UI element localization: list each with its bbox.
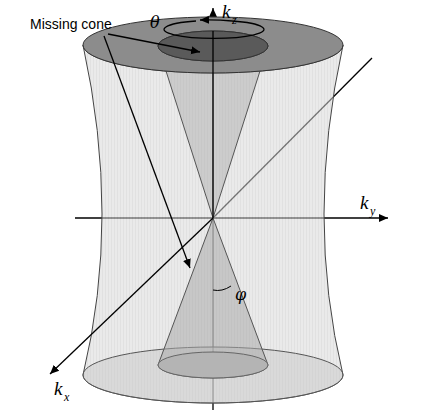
rotation-arrow [164,21,264,38]
angle-symbol: θ [150,15,160,31]
axis-symbol: k [54,379,62,398]
phi-arc [213,286,231,291]
cone-base [158,352,268,378]
bottom-rim [83,347,343,403]
missing-cone-lower [158,218,268,378]
axis-subscript: z [232,14,237,26]
axis-symbol: k [360,193,368,212]
kx-axis [50,218,213,374]
angle-symbol: φ [235,287,246,303]
axis-subscript: y [370,205,375,217]
callout-label: Missing cone [30,17,112,31]
axis-symbol: k [222,2,230,21]
leader-arrow [108,34,200,52]
axis-subscript: x [64,391,69,403]
kz-axis-front [212,31,213,218]
leader-arrow [104,36,190,268]
